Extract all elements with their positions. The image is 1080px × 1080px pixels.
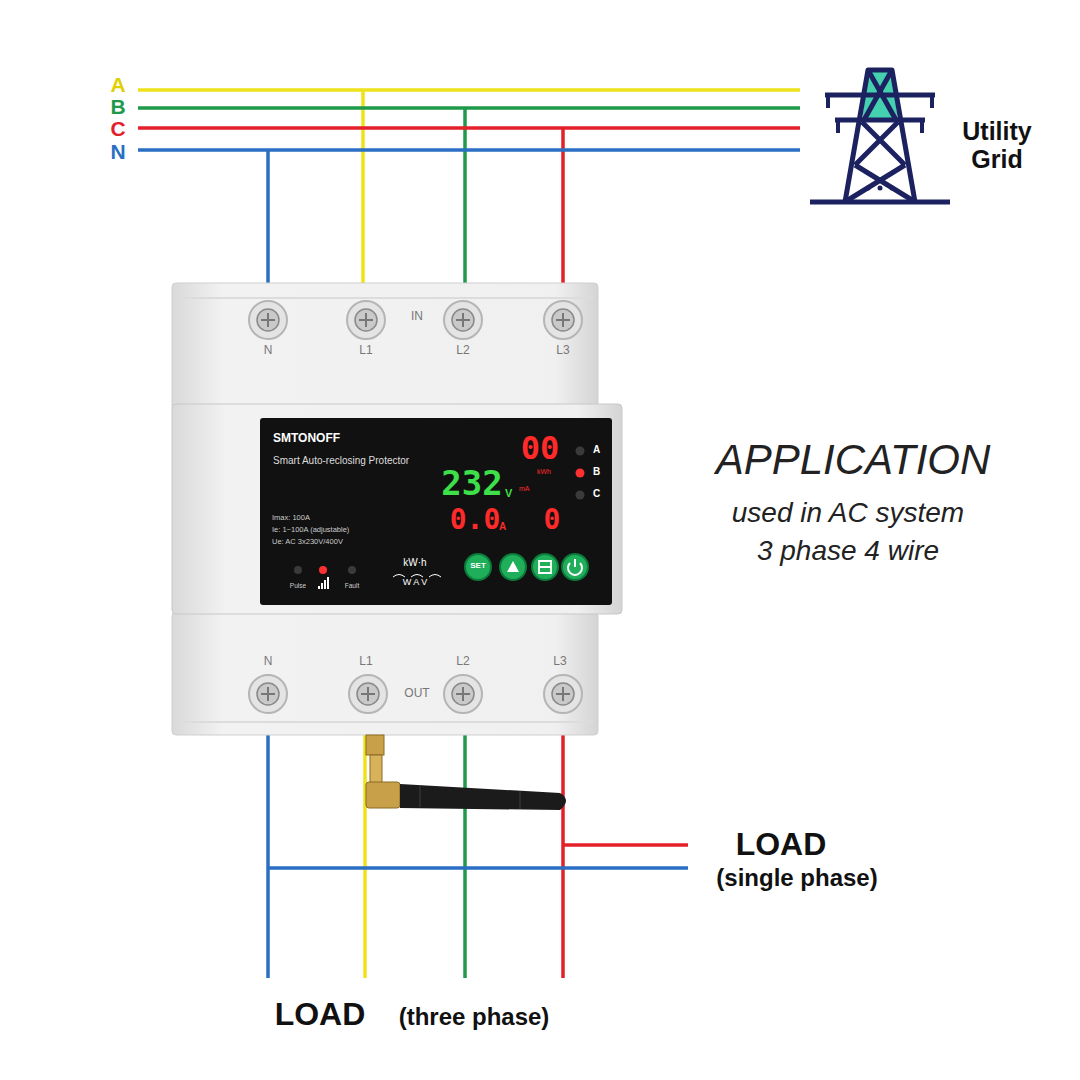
- terminal-screw: [444, 301, 482, 339]
- terminal-label: L2: [456, 655, 469, 669]
- voltage-readout: 232: [441, 466, 502, 500]
- control-button: [568, 559, 582, 575]
- transmission-tower-icon: [828, 95, 932, 133]
- application-note: used in AC system 3 phase 4 wire: [727, 494, 969, 570]
- control-button: [532, 554, 558, 580]
- protector-housing: [172, 283, 598, 410]
- rating-text: Imax: 100A: [272, 514, 310, 522]
- antenna: [370, 755, 382, 785]
- load-note: (three phase): [399, 1003, 550, 1031]
- antenna: [400, 784, 566, 810]
- terminal-screw: [544, 675, 582, 713]
- unit-label: A: [499, 522, 506, 532]
- terminal-label: L1: [359, 655, 372, 669]
- phase-indicator: B: [593, 467, 600, 477]
- application-heading: APPLICATION: [716, 436, 991, 484]
- terminal-screw: [249, 301, 287, 339]
- front-panel: [319, 566, 327, 574]
- line-letter: N: [110, 140, 125, 164]
- neutral-wire: [138, 150, 800, 978]
- line-letter: C: [110, 117, 125, 141]
- transmission-tower-icon: [845, 70, 915, 202]
- front-panel: [576, 491, 585, 500]
- terminal-label: L3: [556, 344, 569, 358]
- control-button: [507, 561, 519, 572]
- phase-a-wire: [138, 90, 800, 978]
- transmission-tower-icon: [890, 186, 895, 191]
- terminal-label: N: [264, 655, 273, 669]
- antenna: [366, 735, 566, 810]
- unit-label: V: [505, 488, 512, 499]
- supply-wires: [138, 90, 800, 978]
- mode-label: kW·h: [403, 558, 426, 568]
- phase-b-wire: [138, 108, 800, 978]
- control-button: [562, 554, 588, 580]
- transmission-tower-icon: [866, 186, 871, 191]
- terminal-label: N: [264, 344, 273, 358]
- terminal-label: L2: [456, 344, 469, 358]
- phase-indicator: C: [593, 489, 600, 499]
- rating-text: Ie: 1~100A (adjustable): [272, 526, 349, 534]
- terminal-label: IN: [411, 310, 423, 324]
- unit-label: kWh: [537, 468, 551, 475]
- control-button: [465, 554, 588, 580]
- terminal-screw: [349, 675, 387, 713]
- phase-indicator: A: [593, 445, 600, 455]
- button-label: SET: [470, 562, 486, 570]
- control-button: [500, 554, 526, 580]
- terminal-label: OUT: [404, 687, 429, 701]
- front-panel: [393, 575, 441, 578]
- brand-name: SMTONOFF: [273, 432, 340, 444]
- terminal-label: L3: [553, 655, 566, 669]
- phase-c-wire: [138, 128, 800, 978]
- antenna: [366, 782, 400, 808]
- front-panel: [294, 566, 302, 574]
- display-panel: SMTONOFF Smart Auto-reclosing ProtectorIm…: [260, 418, 612, 605]
- status-label: Pulse: [290, 583, 306, 590]
- front-panel: [260, 418, 612, 605]
- leakage-readout: 0: [544, 506, 561, 534]
- front-panel: [319, 577, 328, 589]
- terminal-screw: [347, 301, 385, 339]
- control-button: [539, 561, 551, 573]
- protector-housing: [172, 283, 622, 735]
- load-note: (single phase): [716, 864, 877, 892]
- rating-text: Ue: AC 3x230V/400V: [272, 538, 343, 546]
- load-label: LOAD: [275, 996, 366, 1033]
- terminal-label: L1: [359, 344, 372, 358]
- mode-label: W A V: [403, 578, 428, 587]
- grid-label: Utility Grid: [958, 118, 1036, 173]
- transmission-tower-icon: [848, 70, 912, 200]
- terminal-screw: [544, 301, 582, 339]
- unit-label: mA: [519, 485, 530, 492]
- front-panel: [348, 566, 356, 574]
- product-name: Smart Auto-reclosing Protector: [273, 456, 409, 466]
- transmission-tower-icon: [878, 186, 883, 191]
- control-button: [465, 554, 491, 580]
- load-label: LOAD: [736, 826, 827, 863]
- status-label: Fault: [345, 583, 359, 590]
- terminal-screw: [249, 675, 287, 713]
- antenna: [420, 786, 520, 809]
- line-letter: B: [110, 95, 125, 119]
- transmission-tower-icon: [810, 70, 950, 202]
- line-letter: A: [110, 73, 125, 97]
- protector-housing: [172, 404, 622, 614]
- front-panel: [576, 469, 585, 478]
- protector-housing: [172, 612, 598, 735]
- energy-readout: 00: [521, 432, 560, 464]
- front-panel: [260, 418, 612, 605]
- transmission-tower-icon: [810, 200, 950, 205]
- transmission-tower-icon: [825, 95, 935, 120]
- current-readout: 0.0: [450, 506, 501, 534]
- front-panel: [576, 447, 585, 456]
- antenna: [366, 735, 384, 755]
- terminal-screw: [444, 675, 482, 713]
